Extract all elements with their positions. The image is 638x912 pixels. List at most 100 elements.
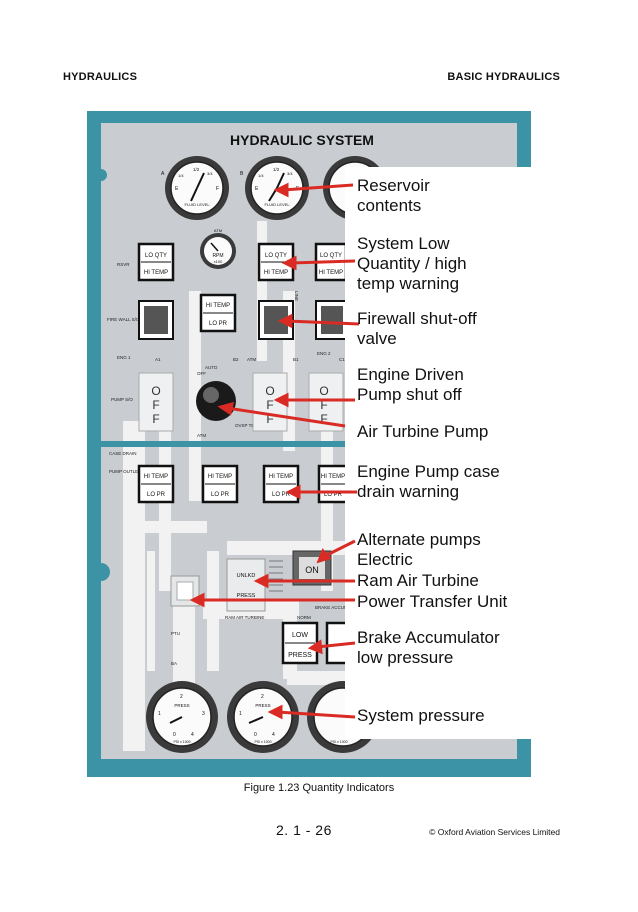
rpm-gauge: RPM x100 ATM [200,228,236,269]
arrow-atp [226,406,346,428]
on-label: ON [305,565,319,575]
pressure-gauge-1: PRESS 0 1 2 3 4 PSI x 1000 [146,681,218,753]
firewall-valve-c [315,300,347,340]
gauge-a-f-label: F [216,186,219,192]
press-2-label: PRESS [255,703,270,708]
b1-label: B1 [293,357,299,362]
gauge-b-letter: B [240,171,244,177]
eng2-label: ENG 2 [317,351,331,356]
callout-reservoir-line-1: Reservoir [357,176,430,195]
lo-qty-c-label: LO QTY [320,253,342,259]
callout-edp-line-1: Engine Driven [357,365,464,384]
pump-switch-b-f1: F [266,398,273,412]
annunciator-hi-temp-lo-pr-d: HI TEMP LO PR [317,464,349,504]
pressure-gauge-2: PRESS 0 1 2 4 PSI x 1000 [227,681,299,753]
psi-3-label: PSI x 1000 [330,740,347,744]
p1-scale-2: 2 [180,694,183,700]
callout-case-drain-line-1: Engine Pump case [357,462,500,481]
pump-switch-c-f1: F [320,398,327,412]
callout-firewall-line-2: valve [357,329,397,348]
lo-qty-b-label: LO QTY [265,253,287,259]
arrow-low-qty [290,259,356,265]
a1-label: A1 [155,357,161,362]
air-turbine-pump-knob [196,381,236,421]
arrow-system-pressure [276,710,356,719]
low-label: LOW [292,632,308,639]
off-label: OFF [197,371,206,376]
eng1-label: ENG 1 [117,355,131,360]
brake-press-label: PRESS [288,652,312,659]
ptu-indicator [170,575,200,607]
callout-ram-air-turbine: Ram Air Turbine [357,571,479,590]
annunciator-hi-temp-lo-pr-b: HI TEMP LO PR [201,464,239,504]
callout-brake-line-1: Brake Accumulator [357,628,500,647]
gauge-b-three-quarter-label: 3/4 [287,171,293,176]
gauge-a-fluid-level-label: FLUID LEVEL [184,202,210,207]
annunciator-hi-temp-lo-pr-a: HI TEMP LO PR [137,464,175,504]
case-lo-pr-a-label: LO PR [147,492,166,498]
rsvr-label: RSVR [117,262,130,267]
pump-switch-a-f1: F [152,398,159,412]
p1-scale-4: 4 [191,732,194,738]
auto-label: AUTO [205,365,218,370]
case-lo-pr-d-label: LO PR [324,492,343,498]
callout-alternate-pumps: Alternate pumps [357,530,481,549]
pump-switch-c-f2: F [320,412,327,426]
b2-label: B2 [233,357,239,362]
callout-system-low-line-1: System Low [357,234,450,253]
pump-so-label: PUMP S/O [111,397,133,402]
arrow-brake [316,641,356,649]
annunciator-lo-qty-hi-temp-b: LO QTY HI TEMP [257,242,295,282]
arrow-reservoir [282,183,354,192]
fire-wall-label: FIRE WALL S/O [107,317,140,322]
case-lo-pr-b-label: LO PR [211,492,230,498]
callout-edp-line-2: Pump shut off [357,385,462,404]
p2-scale-0: 0 [254,732,257,738]
case-hi-temp-d-label: HI TEMP [321,474,345,480]
p2-scale-4: 4 [272,732,275,738]
callout-system-low-line-3: temp warning [357,274,459,293]
hi-temp-a-label: HI TEMP [144,270,168,276]
pump-outlet-label: PUMP OUTLET [109,469,141,474]
callout-case-drain-line-2: drain warning [357,482,459,501]
case-drain-label: CASE DRAIN [109,451,137,456]
rpm-label: RPM [212,253,223,259]
ptu-label: PTU [171,631,180,636]
callout-firewall-line-1: Firewall shut-off [357,309,477,328]
norm-label: NORM [297,615,311,620]
case-hi-temp-c-label: HI TEMP [269,474,293,480]
running-header-section: BASIC HYDRAULICS [447,71,560,83]
p2-scale-2: 2 [261,694,264,700]
gauge-a-quarter-label: 1/4 [178,173,184,178]
hydraulic-system-figure: HYDRAULIC SYSTEM E 1/2 1/4 3/4 F FLUID L… [87,111,531,777]
brake-accum-label: BRAKE ACCUM [315,605,348,610]
panel-title: HYDRAULIC SYSTEM [230,132,374,148]
pump-switch-a-f2: F [152,412,159,426]
fluid-level-gauge-b: E 1/2 1/4 3/4 F FLUID LEVEL B [240,156,309,220]
callout-arrows [189,182,360,720]
callout-box [345,167,531,739]
p1-scale-0: 0 [173,732,176,738]
page-number: 2. 1 - 26 [276,822,332,838]
pump-switch-b-o: O [265,384,274,398]
callout-labels: Reservoir contents System Low Quantity /… [357,176,507,725]
callout-system-pressure: System pressure [357,706,485,725]
gauge-b-e-label: E [255,186,259,192]
gauge-a-e-label: E [175,186,179,192]
p1-scale-1: 1 [158,711,161,717]
side-labels: RSVR FIRE WALL S/O ENG 1 A1 B2 ATM B1 EN… [107,262,348,666]
callout-atp: Air Turbine Pump [357,422,488,441]
ram-air-turbine-indicator: UNLKD PRESS [226,558,283,612]
case-lo-pr-c-label: LO PR [272,492,291,498]
arrow-electric [322,539,356,559]
hi-temp-center-label: HI TEMP [206,303,230,309]
press-1-label: PRESS [174,703,189,708]
gauge-b-half-label: 1/2 [273,167,280,172]
rat-press-label: PRESS [237,593,256,599]
c1-label: C1 [339,357,345,362]
p1-scale-3: 3 [202,711,205,717]
annunciator-hi-temp-lo-pr-center: HI TEMP LO PR [199,293,237,333]
annunciator-low-press-brake: LOW PRESS [281,621,319,665]
lo-qty-a-label: LO QTY [145,253,167,259]
callout-brake-line-2: low pressure [357,648,453,667]
